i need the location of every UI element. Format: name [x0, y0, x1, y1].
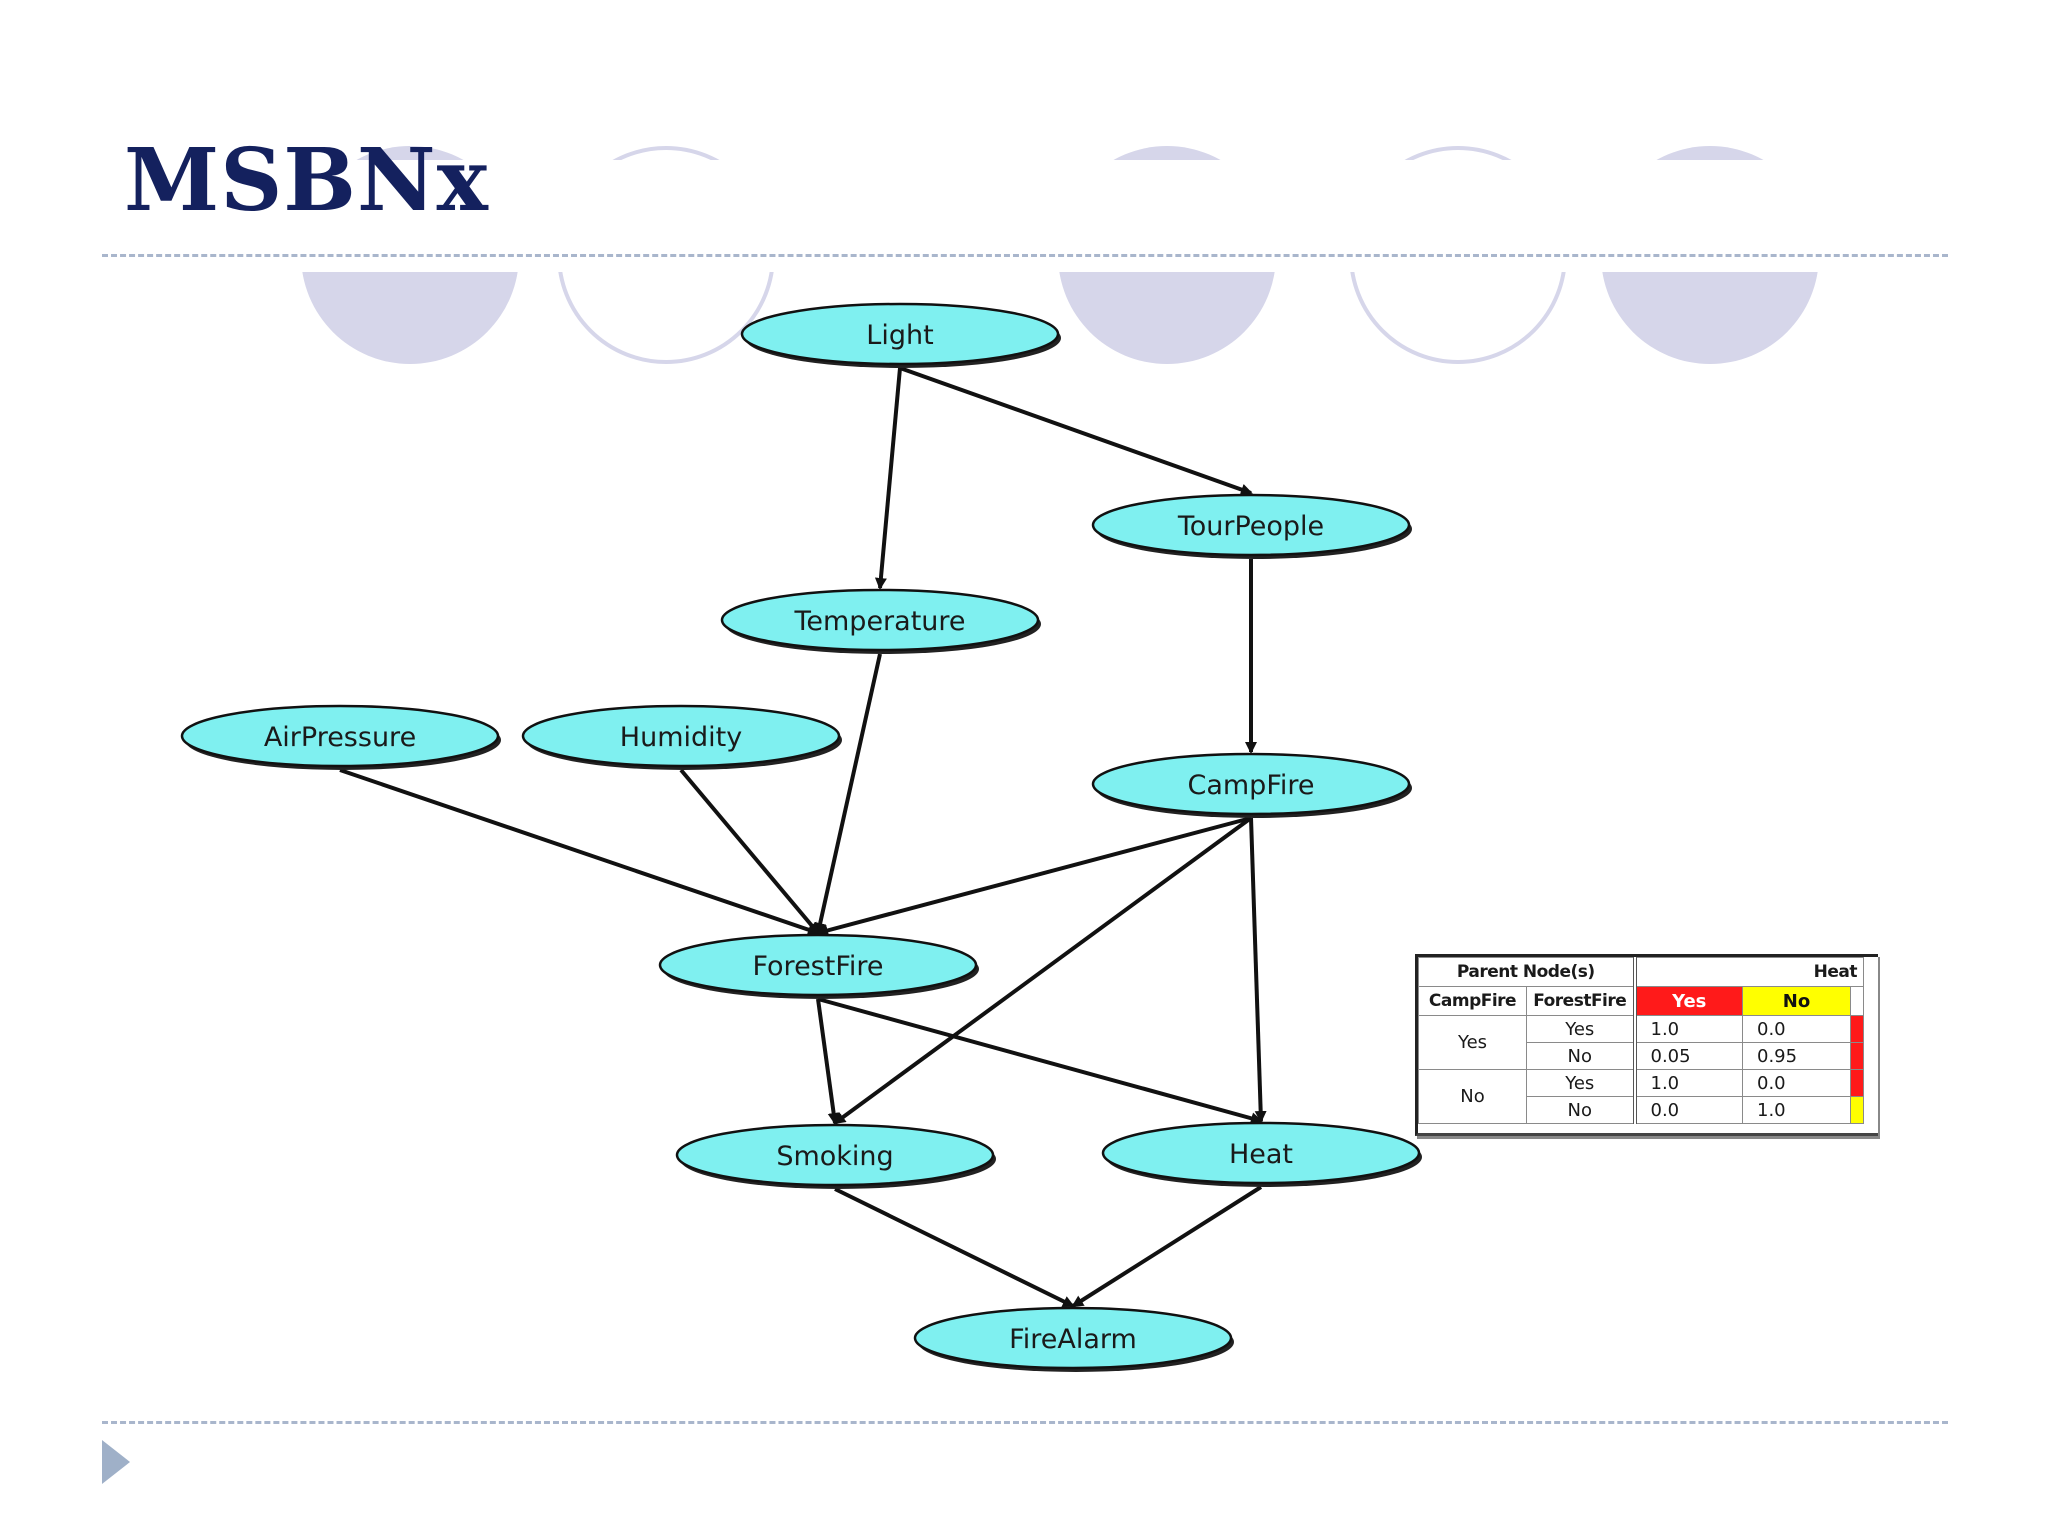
node-ellipse — [740, 302, 1060, 366]
cpt-cell-campfire: No — [1418, 1069, 1527, 1124]
cpt-row-marker — [1850, 1069, 1864, 1097]
node-ellipse — [658, 933, 978, 997]
node-ellipse — [521, 704, 841, 768]
node-airpressure[interactable]: AirPressure — [180, 704, 501, 770]
cpt-col-extra — [1850, 986, 1864, 1016]
cpt-parent-header: Parent Node(s) — [1418, 957, 1635, 987]
edge-heat-to-firealarm — [1071, 1185, 1263, 1308]
node-humidity[interactable]: Humidity — [521, 704, 842, 770]
edge-campfire-to-forestfire — [816, 816, 1252, 937]
node-ellipse — [720, 588, 1040, 652]
node-label: FireAlarm — [1009, 1324, 1137, 1355]
node-label: TourPeople — [1177, 511, 1324, 542]
cpt-row-marker — [1850, 1042, 1864, 1070]
table-row: No Yes 1.0 0.0 — [1418, 1069, 1864, 1124]
cpt-node-header: Heat — [1632, 957, 1864, 987]
node-ellipse — [1101, 1121, 1421, 1185]
table-row: No 0.0 1.0 — [1419, 1096, 1864, 1124]
cpt-cell-no: 0.0 — [1742, 1015, 1851, 1043]
edge-smoking-to-firealarm — [834, 1187, 1075, 1308]
decorative-mask — [0, 160, 2048, 272]
node-label: AirPressure — [264, 722, 416, 753]
top-divider — [102, 254, 1948, 257]
cpt-cell-no: 0.95 — [1742, 1042, 1851, 1070]
node-smoking[interactable]: Smoking — [675, 1123, 996, 1189]
node-ellipse — [1091, 752, 1411, 816]
cpt-cell-campfire: Yes — [1418, 1015, 1527, 1070]
edge-forestfire-to-smoking — [816, 998, 840, 1125]
cpt-cell-forestfire: No — [1526, 1096, 1635, 1124]
cpt-col-state-yes: Yes — [1632, 986, 1743, 1016]
cpt-cell-yes: 0.05 — [1632, 1042, 1743, 1070]
node-ellipse — [675, 1123, 995, 1187]
slide-title: MSBNx — [124, 130, 489, 231]
node-label: ForestFire — [752, 951, 883, 982]
cpt-row-marker — [1850, 1015, 1864, 1043]
cpt-col-forestfire: ForestFire — [1526, 986, 1635, 1016]
edge-light-to-temperature — [874, 367, 902, 590]
node-label: Light — [866, 320, 933, 351]
cpt-cell-yes: 0.0 — [1632, 1096, 1743, 1124]
cpt-cell-no: 1.0 — [1742, 1096, 1851, 1124]
node-forestfire[interactable]: ForestFire — [658, 933, 979, 999]
node-label: Heat — [1229, 1139, 1293, 1170]
node-campfire[interactable]: CampFire — [1091, 752, 1412, 818]
bullet-arrow-icon — [102, 1440, 130, 1484]
edge-forestfire-to-heat — [817, 997, 1263, 1125]
node-firealarm[interactable]: FireAlarm — [913, 1306, 1234, 1372]
cpt-row-marker — [1850, 1096, 1864, 1124]
cpt-cell-forestfire: No — [1526, 1042, 1635, 1070]
bottom-divider — [102, 1421, 1948, 1424]
node-ellipse — [913, 1306, 1233, 1370]
cpt-col-campfire: CampFire — [1418, 986, 1527, 1016]
edge-temperature-to-forestfire — [814, 653, 882, 935]
node-light[interactable]: Light — [740, 302, 1061, 368]
edge-campfire-to-smoking — [833, 816, 1253, 1125]
table-row: No 0.05 0.95 — [1419, 1042, 1864, 1070]
node-label: CampFire — [1187, 770, 1314, 801]
table-row: Yes Yes 1.0 0.0 — [1418, 1015, 1864, 1070]
cpt-cell-no: 0.0 — [1742, 1069, 1851, 1097]
node-heat[interactable]: Heat — [1101, 1121, 1422, 1187]
cpt-cell-yes: 1.0 — [1632, 1015, 1743, 1043]
node-tourpeople[interactable]: TourPeople — [1091, 493, 1412, 559]
node-ellipse — [1091, 493, 1411, 557]
node-label: Smoking — [776, 1141, 893, 1172]
edge-airpressure-to-forestfire — [339, 768, 820, 936]
cpt-cell-forestfire: Yes — [1526, 1015, 1635, 1043]
cpt-cell-forestfire: Yes — [1526, 1069, 1635, 1097]
cpt-col-state-no: No — [1742, 986, 1851, 1016]
edge-light-to-tourpeople — [899, 366, 1253, 496]
node-temperature[interactable]: Temperature — [720, 588, 1041, 654]
cpt-table-heat: Parent Node(s) Heat CampFire ForestFire … — [1415, 954, 1878, 1136]
node-label: Humidity — [620, 722, 742, 753]
cpt-cell-yes: 1.0 — [1632, 1069, 1743, 1097]
edge-humidity-to-forestfire — [679, 768, 820, 935]
node-ellipse — [180, 704, 500, 768]
node-label: Temperature — [793, 606, 965, 637]
edges-layer — [339, 366, 1267, 1308]
edge-campfire-to-heat — [1249, 817, 1267, 1123]
